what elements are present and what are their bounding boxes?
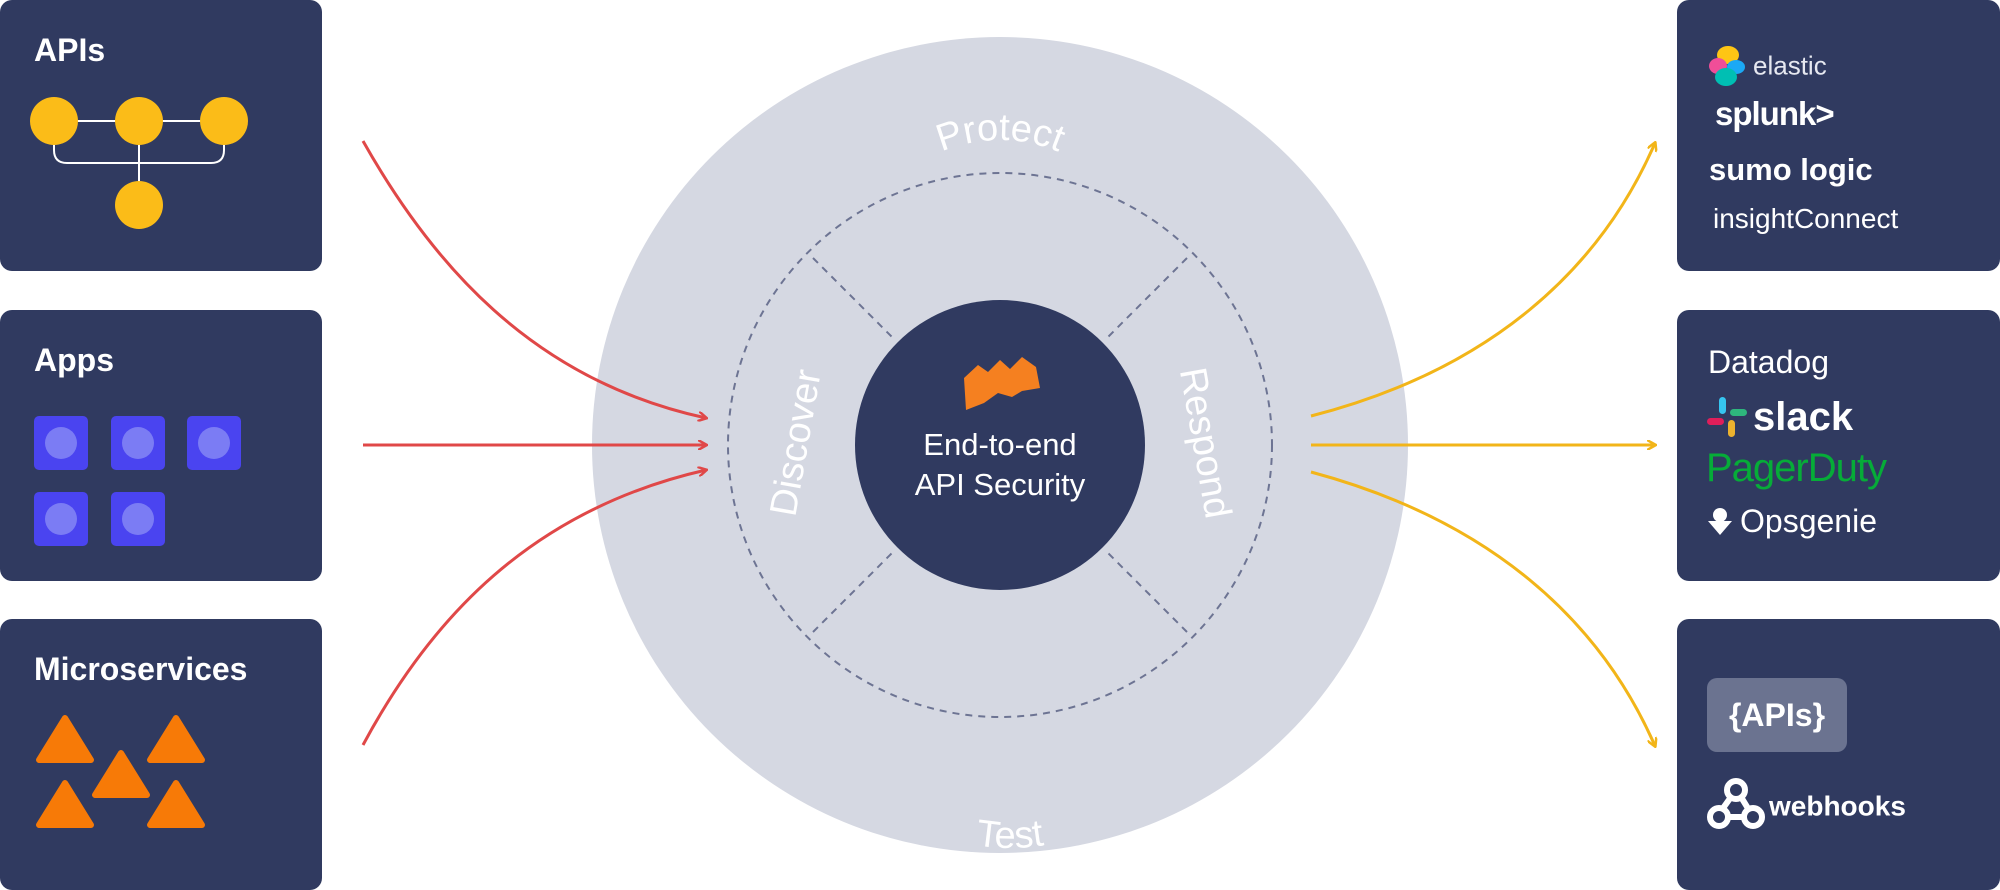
siem-integrations-panel: elastic splunk> sumo logic insightConnec… (1677, 0, 2000, 271)
apps-title: Apps (34, 342, 114, 378)
outer-circle (592, 37, 1408, 853)
inbound-arrows (361, 140, 706, 746)
splunk-logo: splunk> (1715, 95, 1835, 132)
segment-test: Test (974, 812, 1046, 857)
pagerduty-logo: PagerDuty (1706, 446, 1887, 490)
outbound-arrow-siem (1310, 143, 1655, 418)
webhooks-logo: webhooks (1707, 775, 1906, 838)
apis-panel: APIs (0, 0, 322, 271)
custom-integrations-panel: {APIs} webhooks (1677, 619, 2000, 890)
slack-icon (1707, 397, 1747, 438)
core-title-line2: API Security (915, 467, 1086, 502)
microservices-title: Microservices (34, 651, 248, 687)
slack-label: slack (1753, 394, 1854, 439)
phase-ring (727, 172, 1273, 718)
outbound-arrows (1310, 143, 1655, 746)
sumo-logic-logo: sumo logic (1709, 152, 1873, 187)
insightconnect-logo: insightConnect (1713, 203, 1899, 234)
webhooks-label: webhooks (1769, 790, 1906, 822)
inbound-arrow-apis (361, 140, 706, 418)
elastic-label: elastic (1753, 50, 1827, 81)
segment-respond: Respond (1171, 364, 1239, 521)
elastic-icon (1707, 46, 1747, 86)
segment-protect: Protect (931, 107, 1071, 161)
core-title-line1: End-to-end (923, 427, 1076, 462)
elastic-logo: elastic (1707, 46, 1827, 86)
opsgenie-label: Opsgenie (1740, 503, 1877, 540)
opsgenie-icon (1708, 507, 1732, 536)
microservices-panel: Microservices (0, 619, 322, 890)
inbound-arrow-microservices (361, 470, 706, 746)
outbound-arrow-custom (1310, 470, 1655, 746)
apps-panel: Apps (0, 310, 322, 581)
phase-dividers (812, 257, 1188, 633)
segment-discover: Discover (763, 366, 830, 519)
apis-badge-label: {APIs} (1728, 697, 1826, 733)
opsgenie-logo: Opsgenie (1708, 501, 1877, 540)
brand-logo-icon (964, 357, 1040, 410)
datadog-logo: Datadog (1708, 344, 1829, 380)
apis-badge (1707, 678, 1847, 752)
core-circle (855, 300, 1145, 590)
alerting-integrations-panel: Datadog slack PagerDuty Opsgenie (1677, 310, 2000, 581)
webhooks-icon (1707, 775, 1765, 838)
apis-title: APIs (34, 32, 106, 68)
slack-logo: slack (1707, 393, 1853, 440)
